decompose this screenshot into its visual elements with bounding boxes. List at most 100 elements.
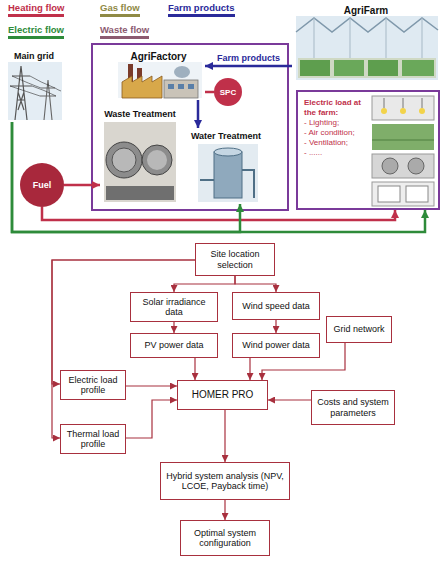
- greenhouse-picture-part: [314, 18, 422, 58]
- legend-text: Heating flow: [8, 2, 64, 13]
- flow-connector: [52, 260, 195, 384]
- factory-picture-part: [174, 66, 190, 78]
- farm-node: AgriFarm: [292, 2, 440, 82]
- legend-item: Gas flow: [100, 2, 140, 17]
- node-label: Main grid: [14, 51, 54, 62]
- waste-treatment-picture-part: [104, 122, 176, 202]
- farm-equipment-pictures-part: [382, 158, 398, 174]
- power-grid-picture: [8, 62, 62, 120]
- process-box: Grid network: [326, 316, 392, 343]
- farm-equipment-pictures-part: [372, 182, 434, 206]
- factory-picture-part: [188, 84, 194, 89]
- fuel-circle: Fuel: [20, 163, 64, 207]
- factory-region-part: [92, 44, 288, 210]
- node-label: - Ventilation;: [304, 138, 372, 148]
- waste-treatment-picture-part: [142, 145, 172, 175]
- farm-equipment-pictures-part: [372, 154, 434, 178]
- process-box: Costs and system parameters: [311, 390, 395, 425]
- node-label: AgriFactory: [130, 51, 186, 63]
- legend-item: Electric flow: [8, 24, 64, 39]
- farm-equipment-pictures-part: [372, 140, 434, 141]
- flow-connector: [173, 322, 174, 333]
- flow-connector: [249, 358, 250, 380]
- legend-text: Electric flow: [8, 24, 64, 35]
- farm-equipment-pictures-part: [381, 108, 387, 114]
- factory-picture-part: [118, 62, 202, 98]
- legend-swatch: [8, 36, 64, 39]
- farm-equipment-pictures-part: [378, 186, 400, 202]
- power-grid-picture-part: [8, 62, 62, 120]
- factory-node: AgriFactory: [112, 48, 205, 100]
- legend-item: Waste flow: [100, 24, 149, 39]
- process-box: Wind power data: [232, 333, 320, 358]
- power-grid-picture-part: [10, 76, 61, 96]
- legend-swatch: [100, 36, 149, 39]
- farm-equipment-pictures: [372, 96, 434, 206]
- water-treatment-picture-part: [214, 152, 242, 198]
- node-label: Grid network: [333, 324, 384, 334]
- node-label: Site location selection: [199, 249, 271, 270]
- farm-equipment-pictures-part: [408, 158, 424, 174]
- factory-picture: [118, 62, 202, 98]
- greenhouse-picture-part: [296, 18, 438, 32]
- legend-swatch: [8, 14, 64, 17]
- node-label: Waste Treatment: [104, 109, 176, 120]
- node-label: Electric load at the farm:: [304, 98, 372, 118]
- farm-equipment-pictures-part: [372, 96, 434, 120]
- node-label: Electric load profile: [64, 375, 122, 396]
- farm-equipment-pictures-part: [406, 186, 428, 202]
- node-label: Water Treatment: [191, 131, 261, 142]
- flow-connector: [126, 385, 177, 386]
- process-box: Site location selection: [195, 243, 275, 276]
- flow-connector: [197, 100, 200, 128]
- waste-treatment-picture-part: [106, 142, 142, 178]
- greenhouse-picture-part: [298, 58, 436, 78]
- flow-connector: [194, 358, 195, 380]
- node-label: HOMER PRO: [192, 389, 254, 401]
- node-label: Solar irradiance data: [134, 297, 214, 318]
- legend-swatch: [168, 14, 235, 17]
- process-box: Electric load profile: [60, 370, 126, 400]
- flow-connector: [64, 184, 100, 187]
- node-label: - Air condition;: [304, 128, 372, 138]
- power-grid-picture-part: [40, 80, 56, 120]
- flow-connector: [224, 500, 225, 520]
- factory-picture-part: [168, 84, 174, 89]
- waste-treatment-picture: [104, 122, 176, 202]
- process-box: Thermal load profile: [60, 424, 126, 454]
- node-label: - ......: [304, 148, 372, 158]
- factory-region: [92, 44, 288, 210]
- factory-picture-part: [122, 76, 162, 98]
- load-box: Electric load at the farm:- Lighting;- A…: [296, 90, 440, 210]
- node-label: SPC: [220, 88, 236, 97]
- process-box: HOMER PRO: [177, 380, 268, 410]
- waste-node: Waste Treatment: [100, 106, 180, 204]
- power-grid-picture-part: [10, 66, 32, 120]
- flow-connector: [205, 65, 292, 68]
- water-node: Water Treatment: [186, 128, 266, 204]
- process-box: Optimal system configuration: [180, 520, 270, 556]
- legend-text: Gas flow: [100, 2, 140, 13]
- node-label: Costs and system parameters: [315, 397, 391, 418]
- farm-equipment-pictures-part: [372, 124, 434, 150]
- node-label: PV power data: [144, 340, 203, 350]
- greenhouse-picture-part: [368, 60, 398, 76]
- flow-connector: [235, 276, 276, 292]
- greenhouse-picture-part: [402, 60, 434, 76]
- greenhouse-picture: [296, 16, 438, 80]
- node-label: - Lighting;: [304, 118, 372, 128]
- flow-connector: [174, 276, 235, 292]
- process-box: Solar irradiance data: [130, 292, 218, 322]
- waste-treatment-picture-part: [112, 148, 136, 172]
- legend-text: Farm products: [168, 2, 235, 13]
- legend-text: Waste flow: [100, 24, 149, 35]
- legend-item: Heating flow: [8, 2, 64, 17]
- flow-connector: [268, 399, 311, 400]
- node-label: Wind speed data: [242, 301, 310, 311]
- farm-equipment-pictures-part: [419, 108, 425, 114]
- spc-circle: SPC: [214, 78, 242, 106]
- flow-connector: [275, 320, 276, 333]
- node-label: AgriFarm: [344, 5, 388, 17]
- flow-connector: [205, 91, 214, 94]
